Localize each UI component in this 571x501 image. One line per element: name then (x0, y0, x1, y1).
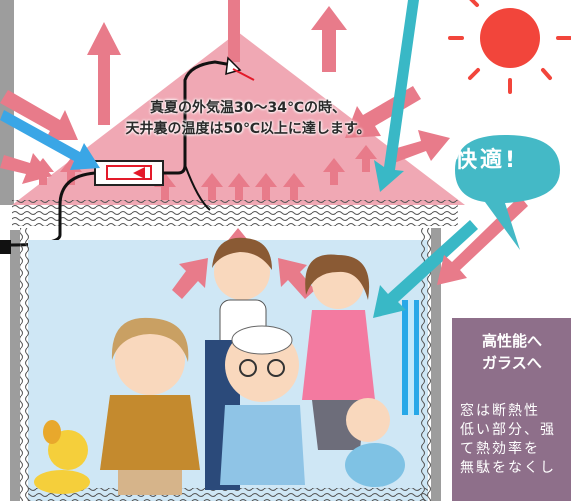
cyan-arrow-lower (373, 220, 478, 318)
panel-heading-line-2: ガラスへ (482, 354, 542, 372)
callout-line-1: 真夏の外気温30〜34℃の時、 (150, 100, 346, 116)
outer-wall-right (431, 228, 441, 501)
panel-body-line-1: 窓は断熱性 (460, 403, 540, 419)
room-wall-left (20, 228, 30, 501)
panel-heading: 高性能へ ガラスへ (482, 330, 571, 374)
side-info-panel: 高性能へ ガラスへ 窓は断熱性 低い部分、强 て熱効率を 無駄をなくし (452, 318, 571, 501)
panel-body-line-3: て熱効率を (460, 441, 540, 457)
panel-body-line-4: 無駄をなくし (460, 460, 556, 476)
cyan-arrow-top (374, 0, 419, 192)
panel-body-line-2: 低い部分、强 (460, 422, 556, 438)
attic-temperature-callout: 真夏の外気温30〜34℃の時、 天井裏の温度は50℃以上に達します。 (78, 98, 418, 140)
panel-heading-line-1: 高性能へ (482, 332, 543, 350)
attic-insulation (12, 200, 458, 226)
panel-body: 窓は断熱性 低い部分、强 て熱効率を 無駄をなくし (460, 402, 571, 478)
comfort-label: 快適! (455, 148, 519, 173)
left-wall-lower (10, 230, 20, 501)
dog-icon (34, 420, 90, 494)
family-illustration (34, 237, 405, 495)
room-wall-right (421, 228, 431, 501)
attic-fan-duct (0, 56, 255, 254)
window-glass (402, 300, 419, 415)
attic-heat-arrows (32, 145, 377, 200)
comfort-bubble (455, 135, 560, 250)
sun-icon (448, 0, 571, 94)
callout-line-2: 天井裏の温度は50℃以上に達します。 (125, 121, 371, 137)
blue-arrow (0, 110, 100, 170)
